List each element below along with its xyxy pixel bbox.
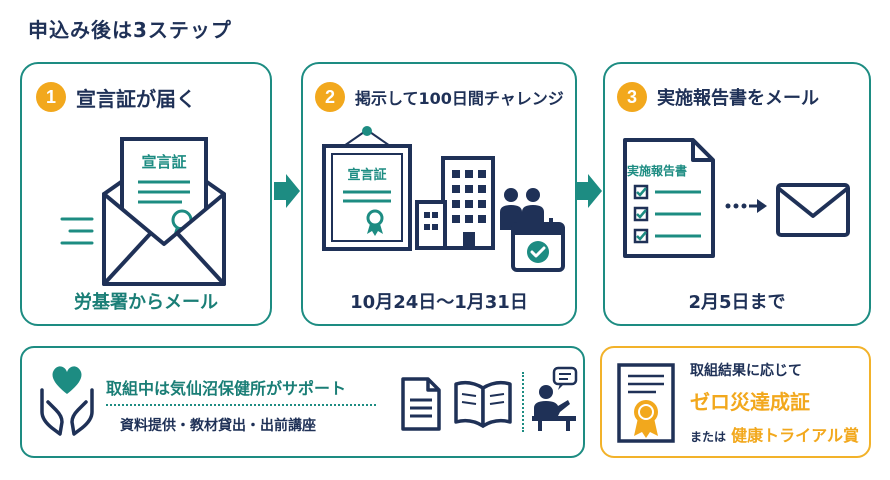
award-line-2: ゼロ災達成証 <box>690 390 810 414</box>
step-2-number: 2 <box>315 82 345 112</box>
document-icon <box>401 377 441 431</box>
step-2-title: 掲示して100日間チャレンジ <box>355 89 564 108</box>
step-2-caption: 10月24日～1月31日 <box>350 292 528 313</box>
step-3-title: 実施報告書をメール <box>657 88 819 109</box>
right-arrow-icon <box>274 174 300 208</box>
step-2-doc-label: 宣言証 <box>347 168 387 183</box>
award-line-1: 取組結果に応じて <box>690 363 802 379</box>
step-3-number: 3 <box>617 82 647 112</box>
office-building-icon <box>415 156 495 250</box>
support-divider <box>106 404 376 406</box>
step-1-title: 宣言証が届く <box>76 86 196 111</box>
page-title: 申込み後は3ステップ <box>28 18 232 42</box>
checklist-document-icon <box>623 138 715 258</box>
award-certificate-icon <box>617 363 675 443</box>
step-3-caption: 2月5日まで <box>688 292 786 313</box>
step-2-card: 2 掲示して100日間チャレンジ 宣言証 <box>301 62 577 326</box>
support-main-text: 取組中は気仙沼保健所がサポート <box>106 379 347 398</box>
support-box: 取組中は気仙沼保健所がサポート 資料提供・教材貸出・出前講座 <box>20 346 585 458</box>
lecturer-icon <box>532 366 578 431</box>
framed-certificate-icon <box>322 126 412 251</box>
step-1-caption: 労基署からメール <box>74 292 218 313</box>
support-vertical-divider <box>522 372 524 432</box>
calendar-check-icon <box>511 218 565 272</box>
step-3-doc-label: 実施報告書 <box>627 164 688 178</box>
step-1-card: 1 宣言証が届く 宣言証 労基署からメール <box>20 62 272 326</box>
right-arrow-icon <box>576 174 602 208</box>
mail-icon <box>776 183 850 237</box>
heart-hands-icon <box>40 366 94 436</box>
step-1-number: 1 <box>36 82 66 112</box>
open-book-icon <box>454 380 512 428</box>
step-1-doc-label: 宣言証 <box>141 153 187 171</box>
support-sub-text: 資料提供・教材貸出・出前講座 <box>120 418 316 434</box>
award-line-3: または 健康トライアル賞 <box>690 422 859 446</box>
award-line-3-prefix: または <box>690 430 727 444</box>
award-line-3-award: 健康トライアル賞 <box>731 426 859 445</box>
award-box: 取組結果に応じて ゼロ災達成証 または 健康トライアル賞 <box>600 346 871 458</box>
dotted-arrow-icon <box>725 199 767 213</box>
envelope-with-certificate-icon <box>60 137 226 286</box>
step-3-card: 3 実施報告書をメール 実施報告書 2月5日まで <box>603 62 871 326</box>
